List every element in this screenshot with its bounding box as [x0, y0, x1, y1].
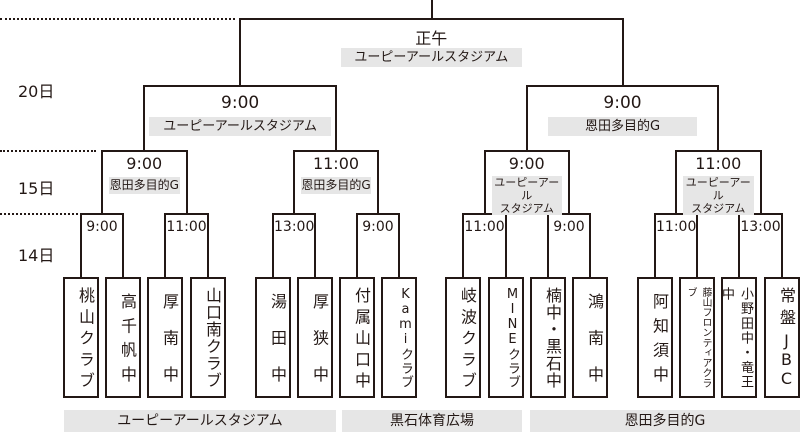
team-name: 湯田中: [268, 293, 287, 382]
team-box: 楠中・黒石中: [530, 277, 566, 398]
team-box: 厚南中: [147, 277, 183, 398]
day-divider-15: [0, 150, 96, 152]
quarterfinal-match: 9:00 恩田多目的G: [101, 150, 188, 214]
team-box: MINEクラブ: [488, 277, 524, 398]
team-name: 小野田中・竜王中: [719, 287, 753, 388]
team-box: 付属山口中: [339, 277, 375, 398]
round1-match: 9:00: [356, 213, 400, 277]
team-name: MINEクラブ: [505, 287, 520, 388]
round1-match: 11:00: [164, 213, 209, 277]
team-name: 岐波クラブ: [458, 287, 477, 388]
team-box: 常盤JBC: [764, 277, 800, 398]
team-name: 厚狭中: [310, 293, 329, 382]
round1-match: 13:00: [272, 213, 316, 277]
semifinal-match: 9:00 恩田多目的G: [525, 85, 720, 151]
team-box: 小野田中・竜王中: [719, 277, 757, 398]
day-divider-20: [0, 18, 235, 20]
team-name: 厚南中: [160, 293, 179, 382]
match-venue: ユーピーアール スタジアム: [491, 176, 562, 215]
team-name: 楠中・黒石中: [543, 287, 562, 388]
team-box: 桃山クラブ: [63, 277, 99, 398]
team-box: 岐波クラブ: [445, 277, 481, 398]
match-time: 11:00: [464, 219, 505, 235]
team-box: 厚狭中: [297, 277, 333, 398]
quarterfinal-match: 11:00 ユーピーアール スタジアム: [675, 150, 762, 215]
round1-match: 9:00: [547, 213, 591, 277]
team-name: 桃山クラブ: [76, 287, 95, 388]
round1-match: 11:00: [654, 213, 698, 277]
match-time: 9:00: [603, 93, 642, 113]
team-box: 山口南クラブ: [190, 277, 226, 398]
team-box: 藤山フロンティアクラブ: [679, 277, 715, 398]
team-box: 高千帆中: [105, 277, 141, 398]
team-name: Kamiクラブ: [398, 287, 413, 388]
team-name: 常盤JBC: [777, 287, 796, 388]
match-time: 13:00: [274, 219, 315, 235]
team-box: Kamiクラブ: [381, 277, 417, 398]
quarterfinal-match: 11:00 恩田多目的G: [293, 150, 379, 214]
match-venue: ユーピーアールスタジアム: [149, 117, 331, 136]
semifinal-match: 9:00 ユーピーアールスタジアム: [143, 85, 337, 151]
final-match: 正午ユーピーアールスタジアム: [239, 18, 624, 86]
match-time: 9:00: [508, 154, 545, 173]
match-time: 11:00: [656, 219, 697, 235]
match-time: 9:00: [362, 219, 394, 235]
match-time: 9:00: [553, 219, 585, 235]
team-name: 高千帆中: [118, 293, 137, 382]
champion-line: [431, 0, 433, 20]
quarterfinal-match: 9:00 ユーピーアール スタジアム: [483, 150, 570, 215]
team-box: 阿知須中: [637, 277, 673, 398]
team-box: 湯田中: [255, 277, 291, 398]
match-time: 11:00: [312, 154, 360, 173]
team-box: 鴻南中: [572, 277, 608, 398]
match-time: 9:00: [221, 93, 260, 113]
match-venue: 恩田多目的G: [301, 177, 371, 194]
day-label-15: 15日: [18, 179, 55, 198]
venue-bar-upr: ユーピーアールスタジアム: [64, 410, 336, 432]
match-venue: ユーピーアールスタジアム: [341, 48, 522, 67]
day-label-20: 20日: [18, 82, 55, 101]
team-name: 鴻南中: [585, 293, 604, 382]
match-time: 9:00: [126, 154, 163, 173]
venue-bar-onda: 恩田多目的G: [530, 410, 800, 432]
team-name: 藤山フロンティアクラブ: [685, 287, 711, 388]
match-venue: 恩田多目的G: [109, 177, 180, 194]
match-time: 13:00: [740, 219, 781, 235]
team-name: 阿知須中: [650, 293, 669, 382]
match-time: 正午: [415, 29, 448, 48]
round1-match: 13:00: [738, 213, 783, 277]
team-name: 山口南クラブ: [203, 287, 222, 388]
match-venue: 恩田多目的G: [547, 117, 698, 136]
match-time: 9:00: [86, 219, 118, 235]
match-time: 11:00: [166, 219, 207, 235]
match-time: 11:00: [695, 154, 742, 173]
round1-match: 9:00: [80, 213, 124, 277]
venue-bar-kuroishi: 黒石体育広場: [342, 410, 522, 432]
day-label-14: 14日: [18, 246, 55, 265]
round1-match: 11:00: [462, 213, 507, 277]
day-divider-14: [0, 213, 78, 215]
match-venue: ユーピーアール スタジアム: [683, 176, 754, 215]
team-name: 付属山口中: [352, 287, 371, 388]
